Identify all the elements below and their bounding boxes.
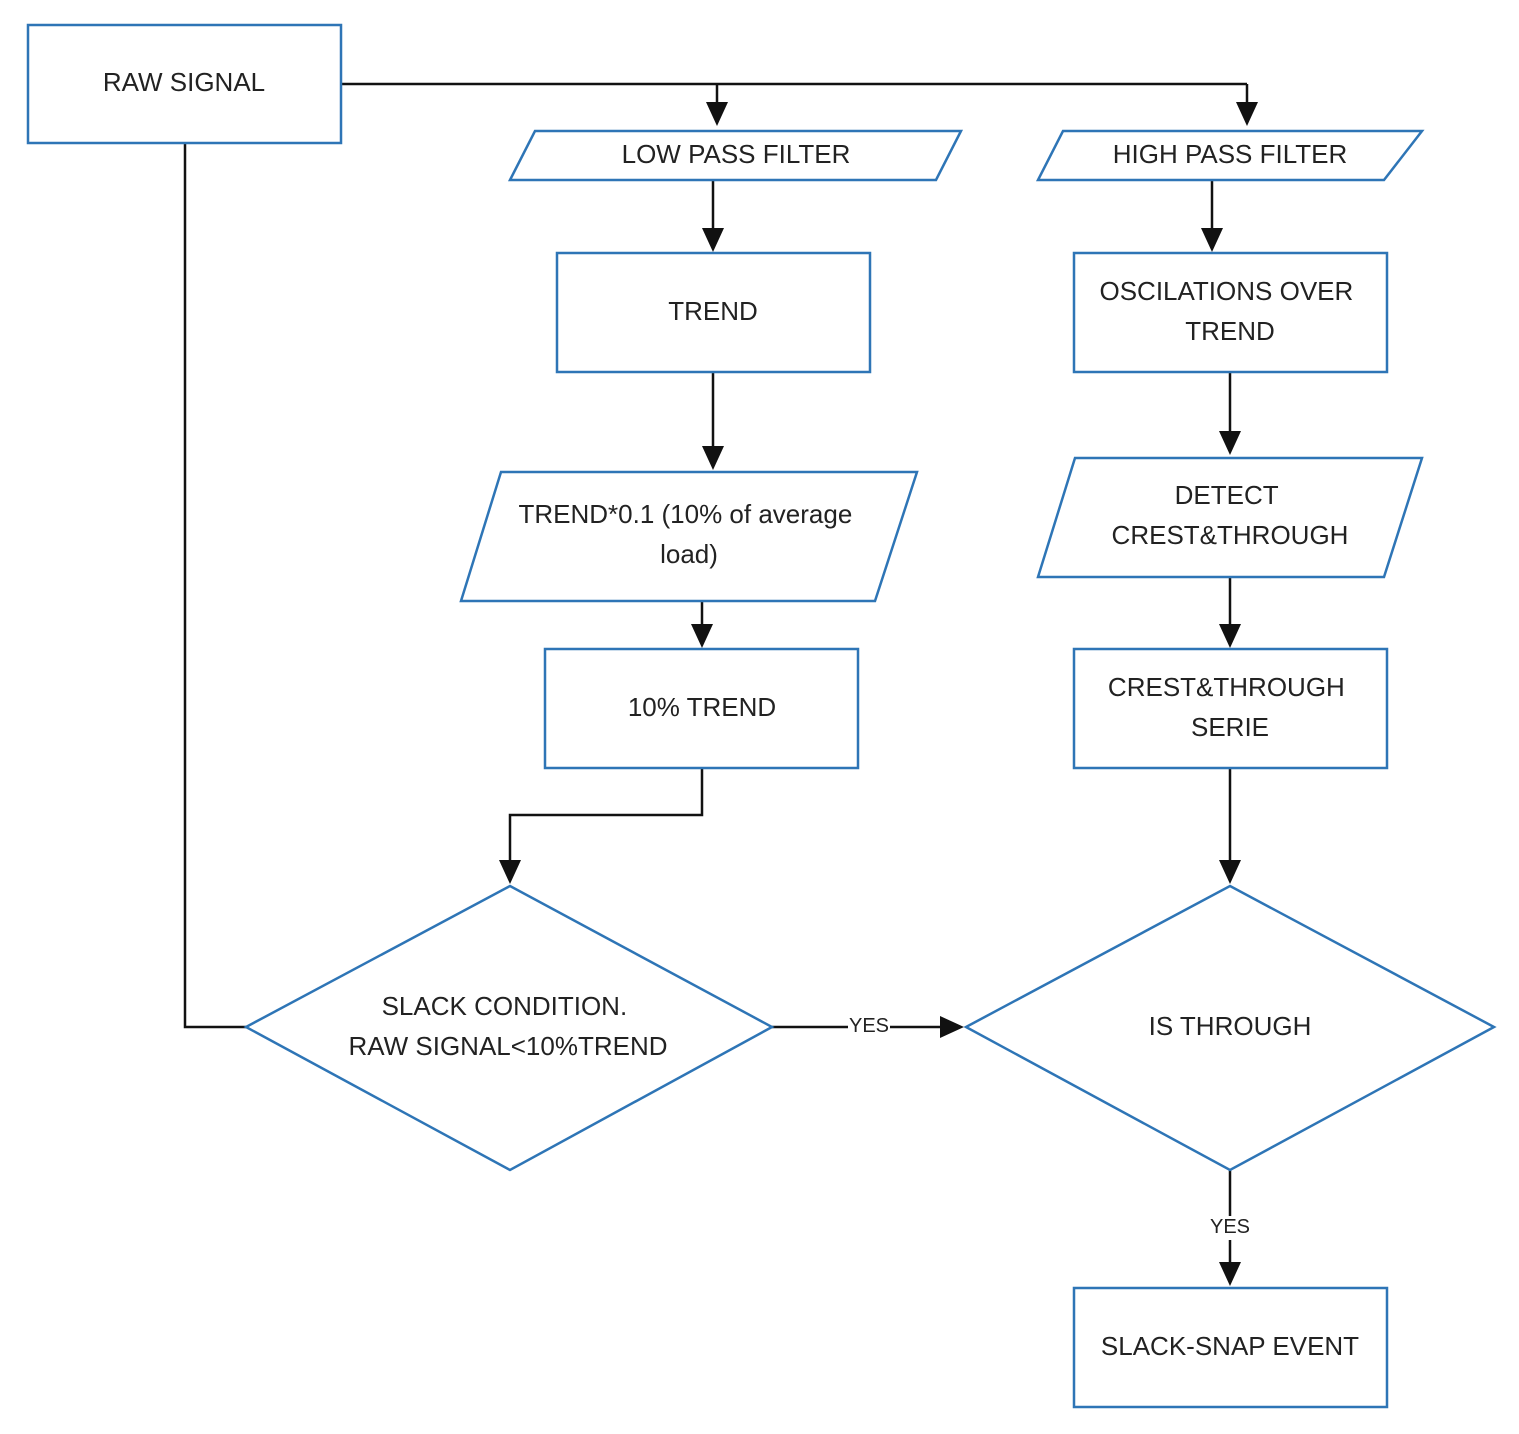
- node-label-line: TREND: [1185, 316, 1275, 346]
- node-detect-crest-through: DETECT CREST&THROUGH: [1036, 456, 1424, 579]
- node-label: SLACK CONDITION. RAW SIGNAL<10%TREND: [348, 991, 667, 1061]
- node-label: DETECT CREST&THROUGH: [1112, 480, 1349, 550]
- node-label: IS THROUGH: [1149, 1011, 1312, 1041]
- arrowhead-slack: [499, 860, 521, 884]
- edge-label-slack-yes: YES: [848, 1015, 890, 1039]
- node-slack-condition: SLACK CONDITION. RAW SIGNAL<10%TREND: [243, 884, 775, 1172]
- node-label-line: load): [660, 539, 718, 569]
- node-label-line: RAW SIGNAL<10%TREND: [348, 1031, 667, 1061]
- node-low-pass-filter: LOW PASS FILTER: [507, 129, 964, 182]
- arrowhead-event: [1219, 1262, 1241, 1286]
- edge-label-through-yes: YES: [1208, 1216, 1252, 1240]
- arrowhead-oscillations: [1201, 228, 1223, 252]
- arrowhead-highpass: [1236, 102, 1258, 126]
- node-label-line: HIGH PASS FILTER: [1113, 139, 1348, 169]
- connector-tentrend-to-slack: [508, 768, 704, 862]
- node-high-pass-filter: HIGH PASS FILTER: [1035, 129, 1425, 182]
- node-label-line: DETECT: [1175, 480, 1279, 510]
- node-trend-times-0-1: TREND*0.1 (10% of average load): [459, 470, 919, 603]
- arrowhead-slack-yes: [940, 1016, 964, 1038]
- node-label-line: TREND: [668, 296, 758, 326]
- edge-label-text: YES: [1210, 1216, 1250, 1238]
- node-label-line: SERIE: [1191, 712, 1269, 742]
- node-label-line: SLACK CONDITION.: [382, 991, 628, 1021]
- node-label: HIGH PASS FILTER: [1113, 139, 1348, 169]
- node-label-line: TREND*0.1 (10% of average: [518, 499, 852, 529]
- node-label: SLACK-SNAP EVENT: [1101, 1331, 1359, 1361]
- edge-label-text: YES: [849, 1015, 889, 1037]
- node-label: TREND*0.1 (10% of average load): [518, 499, 859, 569]
- node-label-line: CREST&THROUGH: [1108, 672, 1345, 702]
- arrowhead-serie: [1219, 624, 1241, 648]
- node-oscillations-over-trend: OSCILATIONS OVER TREND: [1072, 251, 1389, 374]
- node-label: 10% TREND: [628, 692, 776, 722]
- connector-raw-to-slack: [183, 143, 246, 1029]
- svg-text:YES: YES: [1210, 1216, 1250, 1238]
- node-label: RAW SIGNAL: [103, 67, 265, 97]
- node-label-line: RAW SIGNAL: [103, 67, 265, 97]
- node-label: TREND: [668, 296, 758, 326]
- node-label-line: SLACK-SNAP EVENT: [1101, 1331, 1359, 1361]
- arrowhead-scale: [702, 446, 724, 470]
- node-is-through: IS THROUGH: [963, 884, 1497, 1172]
- svg-text:YES: YES: [849, 1015, 889, 1037]
- node-ten-percent-trend: 10% TREND: [543, 647, 860, 770]
- arrowhead-detect: [1219, 431, 1241, 455]
- node-label: CREST&THROUGH SERIE: [1108, 672, 1352, 742]
- node-crest-through-serie: CREST&THROUGH SERIE: [1072, 647, 1389, 770]
- node-label-line: OSCILATIONS OVER: [1099, 276, 1353, 306]
- node-label-line: CREST&THROUGH: [1112, 520, 1349, 550]
- node-slack-snap-event: SLACK-SNAP EVENT: [1072, 1286, 1389, 1409]
- arrowhead-lowpass: [706, 102, 728, 126]
- arrowhead-isthrough: [1219, 860, 1241, 884]
- node-label-line: LOW PASS FILTER: [622, 139, 851, 169]
- arrowhead-tentrend: [691, 624, 713, 648]
- node-label-line: IS THROUGH: [1149, 1011, 1312, 1041]
- node-trend: TREND: [555, 251, 872, 374]
- node-label-line: 10% TREND: [628, 692, 776, 722]
- arrowhead-trend: [702, 228, 724, 252]
- node-label: LOW PASS FILTER: [622, 139, 851, 169]
- node-raw-signal: RAW SIGNAL: [26, 23, 343, 145]
- node-label: OSCILATIONS OVER TREND: [1099, 276, 1360, 346]
